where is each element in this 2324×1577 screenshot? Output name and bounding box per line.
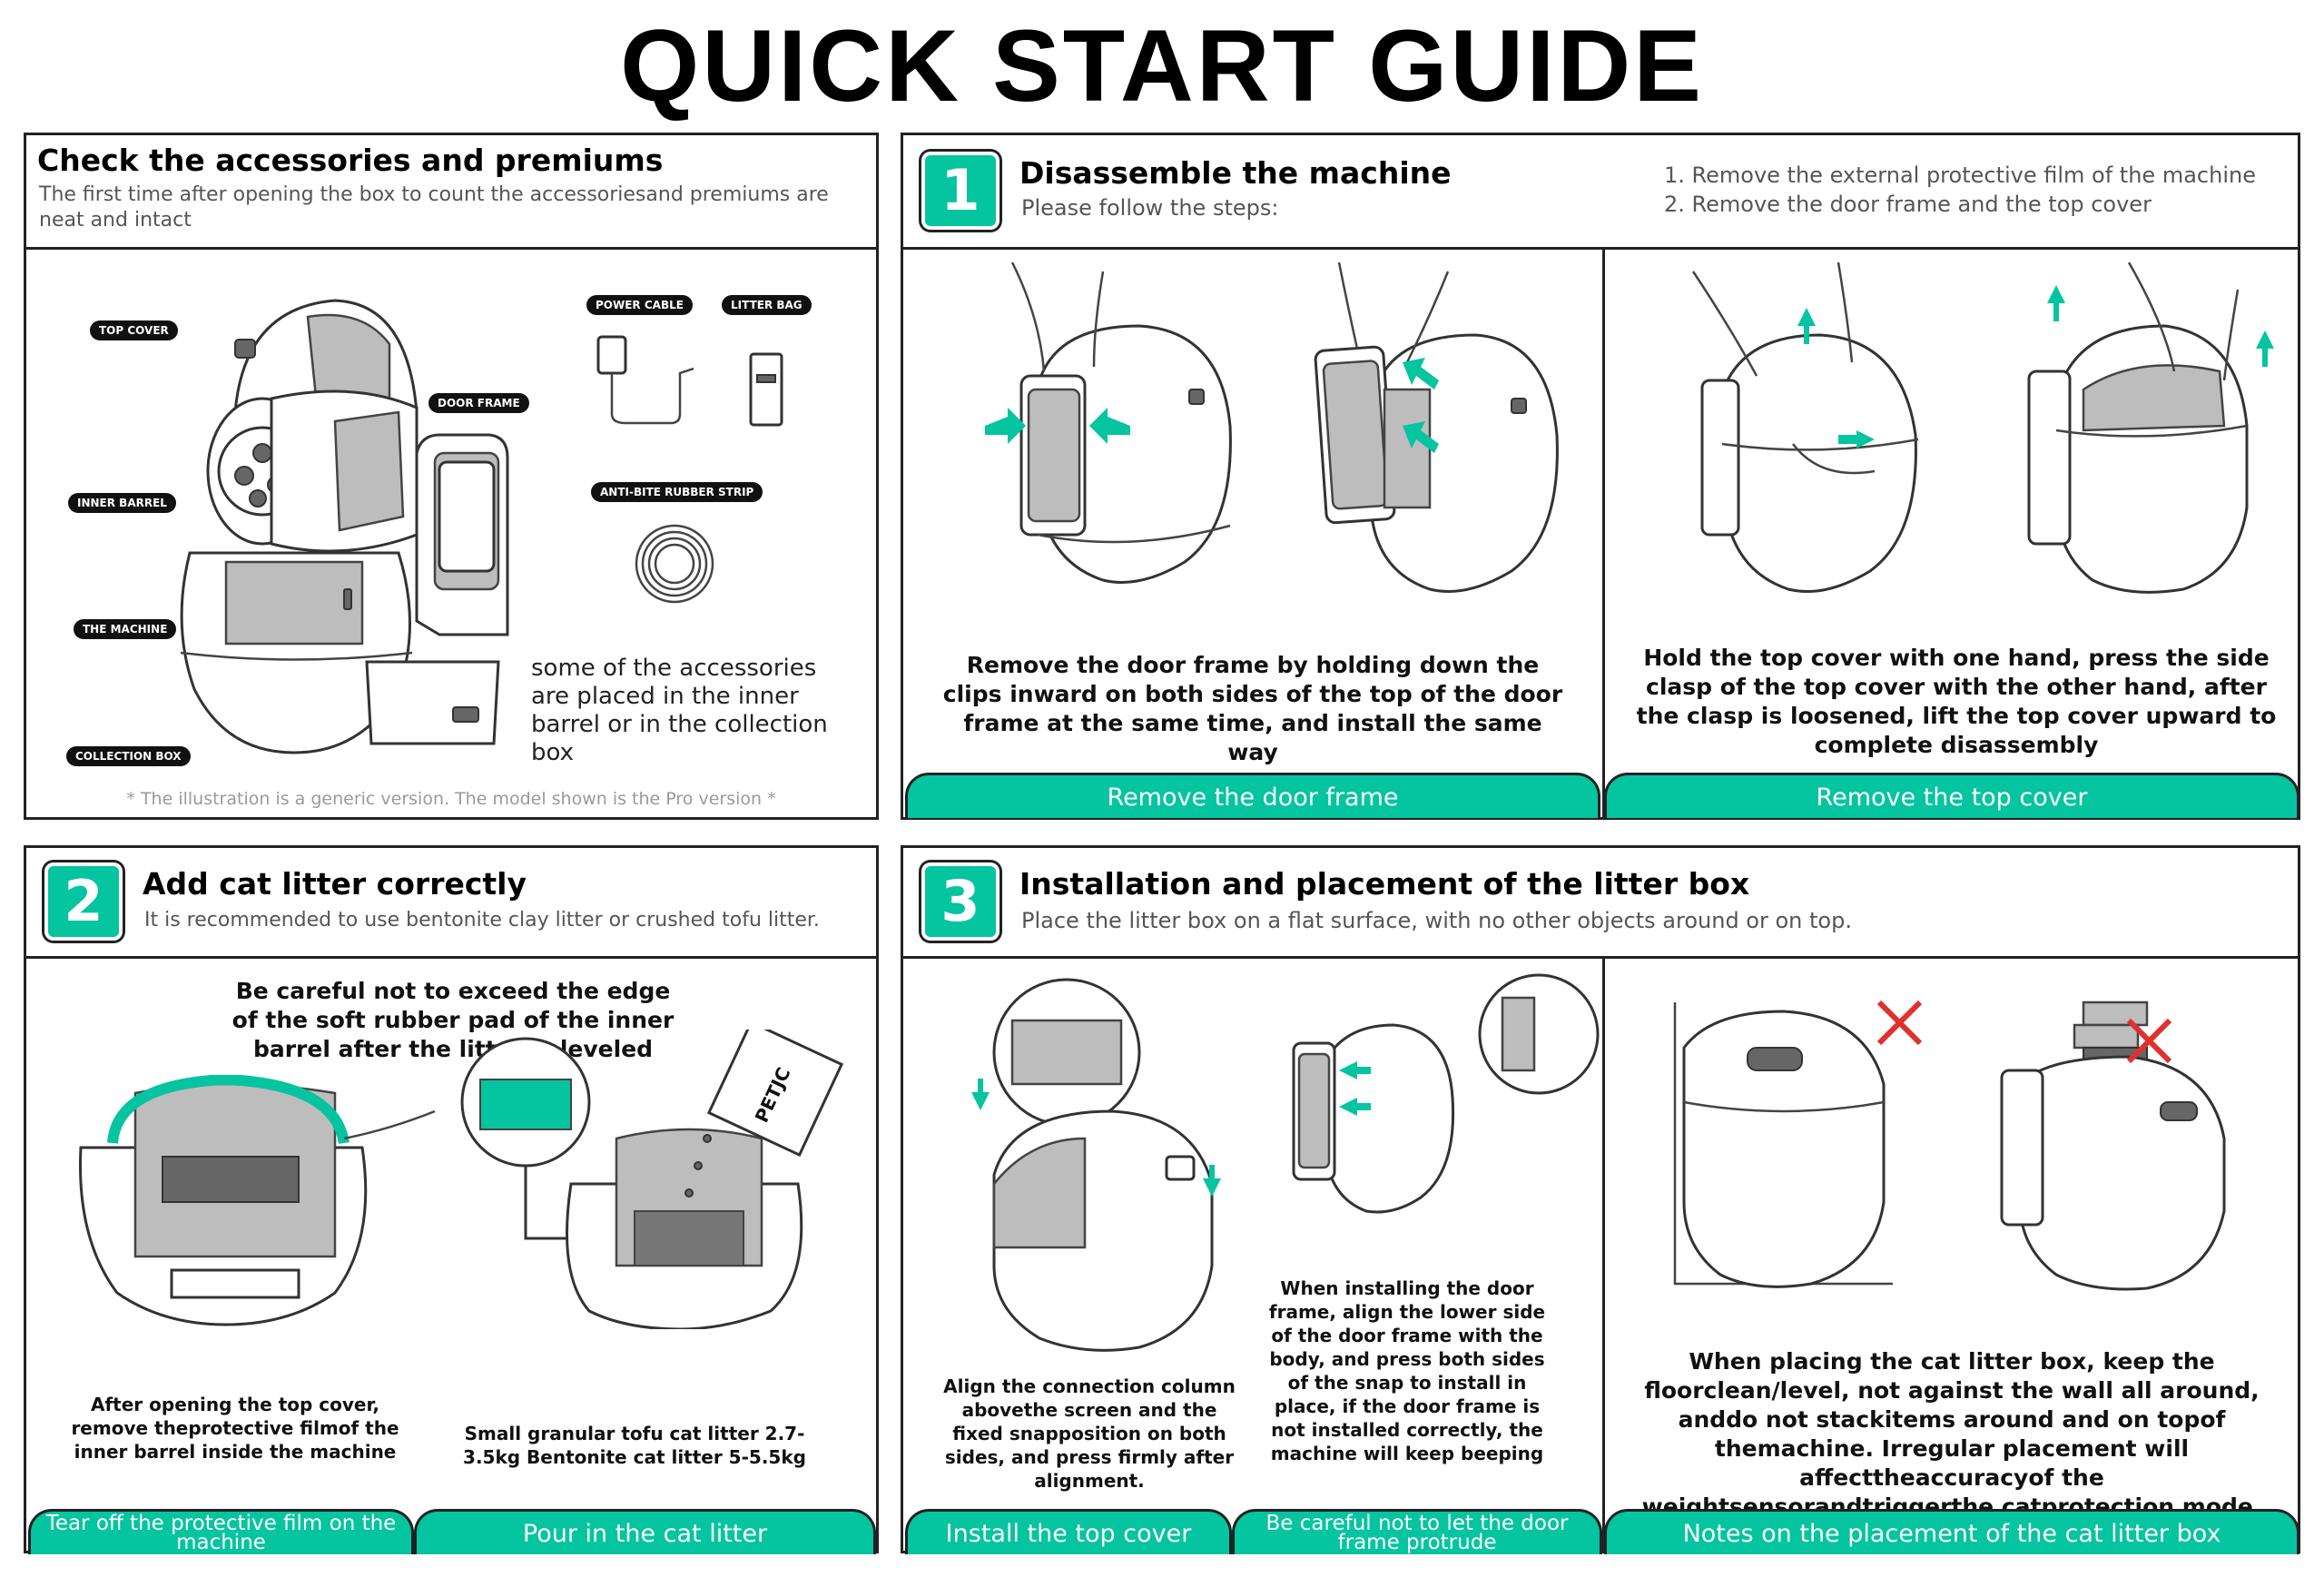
accessories-header: Check the accessories and premiums The f… [26,135,876,250]
litter-pour-illustration-right [460,1030,844,1329]
step2-header: 2 Add cat litter correctly It is recomme… [26,848,876,959]
step2-bar-right: Pour in the cat litter [414,1509,876,1554]
step3-header: 3 Installation and placement of the litt… [903,848,2298,959]
step1-step-1: 1. Remove the external protective film o… [1664,163,2256,188]
step2-right-caption: Small granular tofu cat litter 2.7-3.5kg… [463,1423,806,1468]
step3-bar-c: Notes on the placement of the cat litter… [1604,1509,2299,1554]
step1-header: 1 Disassemble the machine Please follow … [903,135,2298,250]
step2-subtitle: It is recommended to use bentonite clay … [144,909,820,931]
placement-wall-illustration [1673,1000,2226,1291]
step1-right-bar: Remove the top cover [1604,773,2299,818]
step2-top-caption: Be careful not to exceed the edge of the… [231,978,675,1062]
label-collection-box: COLLECTION BOX [66,746,191,766]
step1-divider [1602,250,1605,820]
step1-step-2: 2. Remove the door frame and the top cov… [1664,192,2152,217]
step3-bar-a: Install the top cover [905,1509,1232,1554]
litter-machine-illustration-left [79,1075,436,1326]
label-door-frame: DOOR FRAME [428,393,529,413]
step1-subtitle: Please follow the steps: [1021,195,1279,221]
label-litter-bag: LITTER BAG [722,295,812,315]
remove-door-frame-illustration [985,262,1559,593]
step3-caption-c: When placing the cat litter box, keep th… [1641,1348,2262,1520]
step3-badge: 3 [921,862,1000,941]
step2-panel: 2 Add cat litter correctly It is recomme… [24,845,879,1554]
litter-bag-icon [749,352,783,427]
step3-title: Installation and placement of the litter… [1019,866,1750,902]
step2-badge: 2 [44,862,123,941]
step3-caption-b: When installing the door frame, align th… [1268,1277,1546,1464]
step2-bar-left: Tear off the protective film on the mach… [28,1509,414,1554]
step1-left-bar: Remove the door frame [905,773,1600,818]
step3-subtitle: Place the litter box on a flat surface, … [1021,908,1852,933]
step2-title: Add cat litter correctly [143,866,527,902]
page-title: QUICK START GUIDE [620,9,1704,123]
step1-left-caption: Remove the door frame by holding down th… [942,652,1563,765]
step1-title: Disassemble the machine [1019,155,1452,191]
accessories-panel: Check the accessories and premiums The f… [24,133,879,820]
power-cable-icon [596,335,694,425]
accessories-title: Check the accessories and premiums [37,143,664,178]
machine-exploded-illustration [180,299,509,754]
label-top-cover: TOP COVER [90,320,178,340]
label-rubber-strip: ANTI-BITE RUBBER STRIP [591,482,763,502]
step1-panel: 1 Disassemble the machine Please follow … [901,133,2300,820]
step3-panel: 3 Installation and placement of the litt… [901,845,2300,1554]
accessories-disclaimer: * The illustration is a generic version.… [126,789,776,809]
step3-bar-b: Be careful not to let the door frame pro… [1232,1509,1602,1554]
label-power-cable: POWER CABLE [586,295,693,315]
remove-top-cover-illustration [1691,262,2274,594]
accessories-note: some of the accessories are placed in th… [531,655,828,766]
install-door-frame-illustration [1292,973,1600,1214]
step3-caption-a: Align the connection column abovethe scr… [943,1375,1236,1492]
step1-right-caption: Hold the top cover with one hand, press … [1636,645,2277,758]
label-the-machine: THE MACHINE [74,619,177,639]
label-inner-barrel: INNER BARREL [68,493,176,513]
rubber-strip-icon [635,524,714,604]
accessories-subtitle: The first time after opening the box to … [39,183,829,232]
step1-badge: 1 [921,152,1000,230]
step2-left-caption: After opening the top cover, remove thep… [71,1394,399,1463]
install-top-cover-illustration [971,978,1221,1352]
step3-divider [1602,959,1605,1553]
